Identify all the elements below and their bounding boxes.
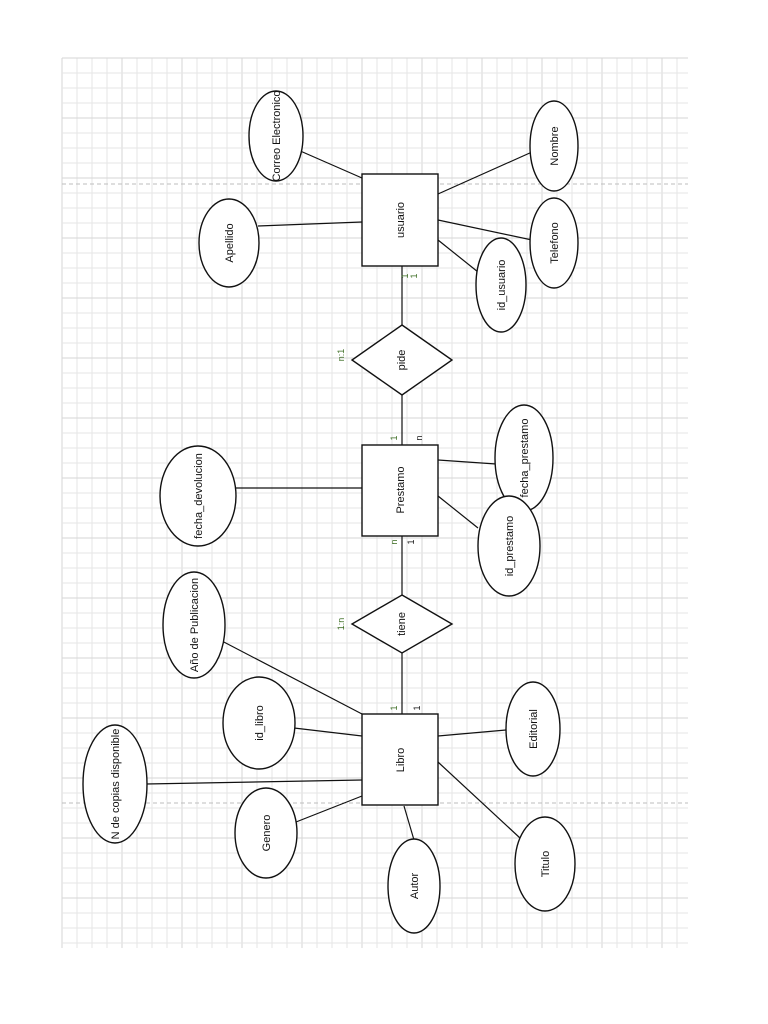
svg-text:pide: pide	[396, 350, 408, 371]
svg-text:Telefono: Telefono	[549, 222, 561, 264]
cardinality-label: 1	[412, 705, 422, 710]
entity-prestamo[interactable]: Prestamo	[361, 444, 439, 537]
relationship-pide[interactable]: pide	[350, 324, 454, 396]
attribute-fecha-prestamo[interactable]: fecha_prestamo	[494, 404, 554, 512]
attribute-apellido[interactable]: Apellido	[198, 198, 260, 288]
entity-libro[interactable]: Libro	[361, 713, 439, 806]
attribute-telefono[interactable]: Telefono	[529, 197, 579, 289]
svg-text:id_usuario: id_usuario	[496, 260, 508, 311]
svg-text:fecha_prestamo: fecha_prestamo	[519, 419, 531, 498]
svg-text:Autor: Autor	[409, 873, 421, 900]
attribute-id-prestamo[interactable]: id_prestamo	[477, 495, 541, 597]
svg-text:Libro: Libro	[395, 748, 407, 772]
cardinality-label: 1	[389, 705, 399, 710]
attribute-autor[interactable]: Autor	[387, 838, 441, 934]
cardinality-label: 1	[406, 539, 416, 544]
entity-usuario[interactable]: usuario	[361, 173, 439, 267]
attribute-genero[interactable]: Genero	[234, 787, 298, 879]
svg-text:Prestamo: Prestamo	[395, 466, 407, 513]
svg-text:fecha_devolucion: fecha_devolucion	[193, 453, 205, 539]
attribute-fecha-devolucion[interactable]: fecha_devolucion	[159, 445, 237, 547]
attribute-n-copias-disponible[interactable]: N de copias disponible	[82, 724, 148, 844]
svg-text:Genero: Genero	[261, 815, 273, 852]
attribute-id-usuario[interactable]: id_usuario	[475, 237, 527, 333]
attribute-correo-electronico[interactable]: Correo Electronico	[248, 90, 304, 182]
attribute-titulo[interactable]: Titulo	[514, 816, 576, 912]
cardinality-label: 1	[389, 435, 399, 440]
relationship-tiene[interactable]: tiene	[350, 594, 454, 654]
relationship-cardinality: n:1	[336, 349, 346, 362]
svg-text:Año de Publicacion: Año de Publicacion	[189, 578, 201, 672]
attribute-id-libro[interactable]: id_libro	[222, 676, 296, 770]
attribute-anio-publicacion[interactable]: Año de Publicacion	[162, 571, 226, 679]
attribute-nombre[interactable]: Nombre	[529, 100, 579, 192]
cardinality-label: n	[389, 539, 399, 544]
svg-text:Titulo: Titulo	[540, 851, 552, 878]
cardinality-label: 1	[400, 273, 410, 278]
cardinality-label: 1	[409, 273, 419, 278]
svg-text:N de copias disponible: N de copias disponible	[110, 729, 122, 840]
svg-text:Nombre: Nombre	[549, 126, 561, 165]
attribute-editorial[interactable]: Editorial	[505, 681, 561, 777]
svg-text:usuario: usuario	[395, 202, 407, 238]
connectors	[145, 149, 533, 841]
svg-text:Editorial: Editorial	[528, 709, 540, 749]
cardinality-label: n	[414, 435, 424, 440]
svg-text:Apellido: Apellido	[224, 223, 236, 262]
relationship-cardinality: 1:n	[336, 618, 346, 631]
svg-text:tiene: tiene	[396, 612, 408, 636]
svg-text:Correo Electronico: Correo Electronico	[271, 90, 283, 181]
svg-text:id_libro: id_libro	[254, 705, 266, 740]
svg-text:id_prestamo: id_prestamo	[504, 516, 516, 577]
